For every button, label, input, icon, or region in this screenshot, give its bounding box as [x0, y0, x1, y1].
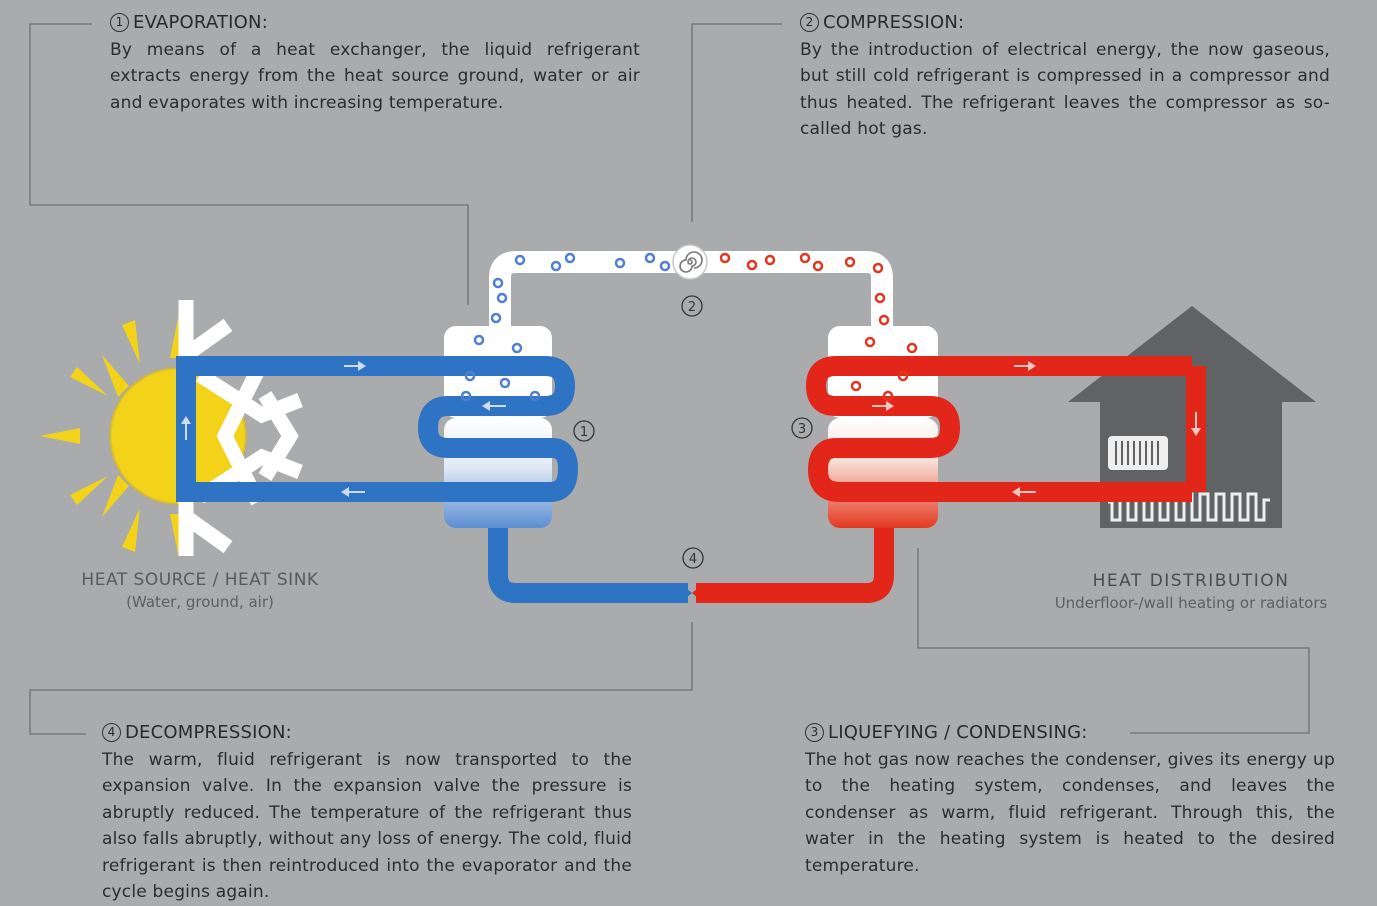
- heat-distribution-subtitle: Underfloor-/wall heating or radiators: [1054, 594, 1328, 612]
- step-condensing-title: LIQUEFYING / CONDENSING:: [828, 722, 1088, 743]
- marker-expansion-valve-label: 4: [689, 552, 697, 567]
- marker-evaporator: 1: [573, 420, 595, 442]
- arrow-icon: [482, 401, 506, 411]
- flow-arrows-hot: [872, 361, 1201, 497]
- heat-distribution-caption: HEAT DISTRIBUTION Underfloor-/wall heati…: [1030, 571, 1352, 612]
- leader-line-compression: [691, 23, 782, 222]
- heat-distribution-title: HEAT DISTRIBUTION: [1092, 571, 1290, 591]
- leader-line-decompression: [29, 622, 693, 735]
- marker-condenser: 3: [791, 417, 813, 439]
- leader-line-evaporation: [29, 23, 469, 305]
- step-number-badge: 2: [800, 13, 819, 32]
- step-number-badge: 3: [805, 723, 824, 742]
- step-evaporation-text: By means of a heat exchanger, the liquid…: [110, 39, 640, 113]
- sun-icon: [40, 318, 248, 554]
- step-compression-text: By the introduction of electrical energy…: [800, 39, 1330, 140]
- evaporator: [444, 418, 552, 528]
- radiator-icon: [1108, 436, 1168, 470]
- arrow-icon: [1191, 412, 1201, 436]
- arrow-icon: [872, 401, 894, 411]
- marker-evaporator-label: 1: [580, 425, 588, 440]
- arrow-icon: [1012, 487, 1036, 497]
- compressor-icon: [672, 244, 708, 280]
- step-condensing-text: The hot gas now reaches the condenser, g…: [805, 749, 1335, 876]
- leader-lines: [29, 23, 1310, 735]
- step-number-badge: 1: [110, 13, 129, 32]
- expansion-valve: [680, 583, 692, 603]
- marker-compressor-label: 2: [688, 300, 696, 315]
- arrow-icon: [1014, 361, 1036, 371]
- step-evaporation-title: EVAPORATION:: [133, 12, 268, 33]
- step-decompression-text: The warm, fluid refrigerant is now trans…: [102, 749, 632, 903]
- arrow-icon: [341, 487, 365, 497]
- heat-source-title: HEAT SOURCE / HEAT SINK: [81, 570, 319, 590]
- flow-arrows: [181, 361, 506, 497]
- snowflake-icon: [178, 300, 303, 556]
- hot-gas-bubbles: [719, 252, 918, 402]
- marker-condenser-label: 3: [798, 422, 806, 437]
- heat-source-caption: HEAT SOURCE / HEAT SINK (Water, ground, …: [60, 570, 340, 611]
- step-number-badge: 4: [102, 723, 121, 742]
- arrow-icon: [181, 416, 191, 440]
- arrow-icon: [344, 361, 366, 371]
- heat-source-subtitle: (Water, ground, air): [126, 593, 274, 611]
- step-decompression-title: DECOMPRESSION:: [125, 722, 292, 743]
- cold-gas-bubbles: [460, 252, 671, 402]
- marker-expansion-valve: 4: [682, 547, 704, 569]
- step-compression-title: COMPRESSION:: [823, 12, 965, 33]
- leader-line-condensing: [917, 548, 1310, 734]
- condenser: [828, 418, 938, 528]
- marker-compressor: 2: [681, 295, 703, 317]
